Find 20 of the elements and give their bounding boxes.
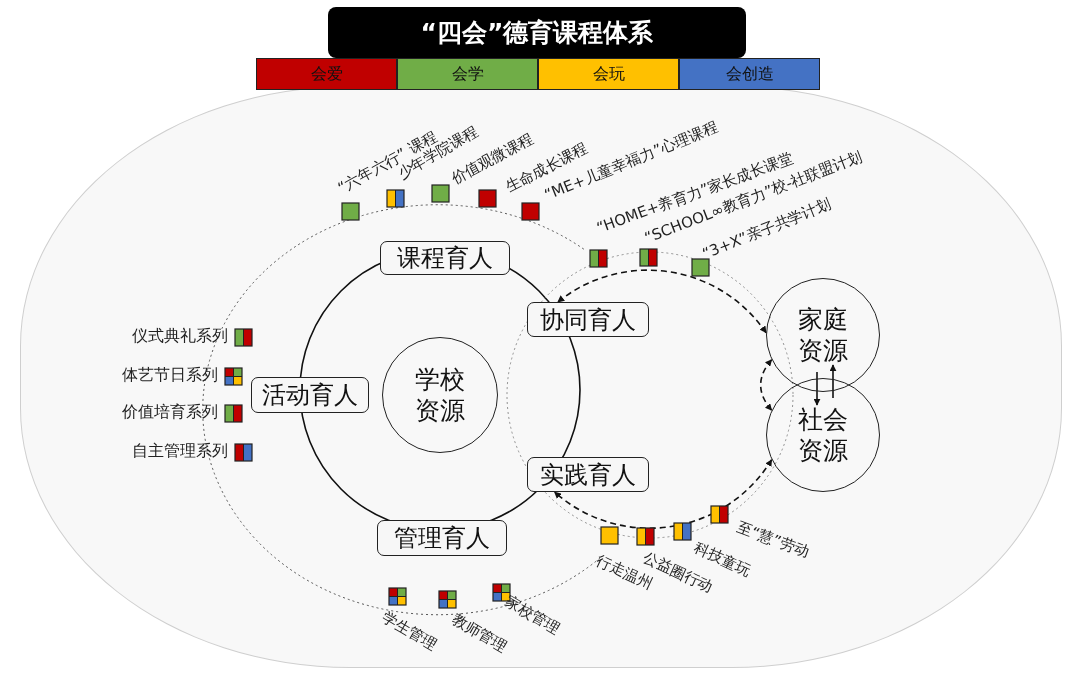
- item-label: 体艺节日系列: [122, 368, 218, 384]
- process-box: 协同育人: [527, 302, 649, 337]
- title-banner: “四会”德育课程体系: [328, 7, 746, 58]
- arrow: [557, 269, 767, 334]
- process-box: 活动育人: [251, 377, 369, 413]
- legend-item: 会玩: [538, 58, 679, 90]
- item-label: 价值培育系列: [122, 405, 218, 421]
- arrow: [759, 358, 773, 412]
- arrow: [829, 364, 837, 399]
- process-box: 管理育人: [377, 520, 507, 556]
- arrow: [553, 458, 773, 529]
- item-label: 学生管理: [379, 610, 439, 653]
- item-label: 仪式典礼系列: [132, 329, 228, 345]
- item-label: 自主管理系列: [132, 444, 228, 460]
- process-box: 实践育人: [527, 457, 649, 492]
- process-box: 课程育人: [380, 241, 510, 275]
- arrow: [813, 371, 821, 406]
- legend-item: 会学: [397, 58, 538, 90]
- legend-item: 会爱: [256, 58, 397, 90]
- legend-item: 会创造: [679, 58, 820, 90]
